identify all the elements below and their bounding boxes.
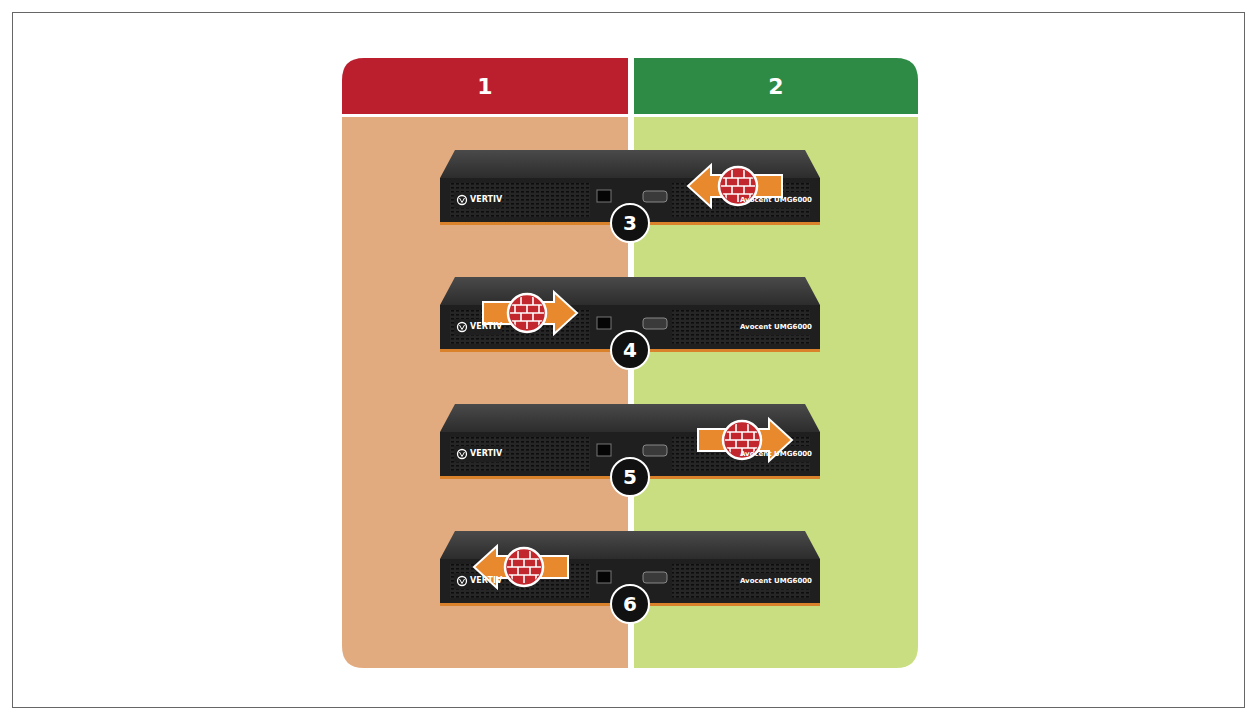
callout-number: 4	[623, 340, 637, 360]
callout-circle	[611, 204, 649, 242]
brand-logo-text: VERTIV	[470, 323, 502, 331]
callout-number: 5	[623, 467, 637, 487]
brand-logo-text: VERTIV	[470, 196, 502, 204]
model-name: Avocent UMG6000	[740, 451, 812, 458]
header-band: 1	[342, 58, 628, 114]
callout-number: 3	[623, 213, 637, 233]
header-number: 1	[477, 74, 492, 99]
callout-circle	[611, 458, 649, 496]
callout-number: 6	[623, 594, 637, 614]
header-number: 2	[768, 74, 783, 99]
model-name: Avocent UMG6000	[740, 197, 812, 204]
model-name: Avocent UMG6000	[740, 578, 812, 585]
frame	[13, 13, 1245, 708]
callout-circle	[611, 331, 649, 369]
callout-circle	[611, 585, 649, 623]
header-band-shape	[634, 58, 918, 114]
header-band-shape	[342, 58, 628, 114]
divider	[342, 114, 918, 117]
model-name: Avocent UMG6000	[740, 324, 812, 331]
brand-logo-text: VERTIV	[470, 577, 502, 585]
brand-logo-text: VERTIV	[470, 450, 502, 458]
header-band: 2	[634, 58, 918, 114]
